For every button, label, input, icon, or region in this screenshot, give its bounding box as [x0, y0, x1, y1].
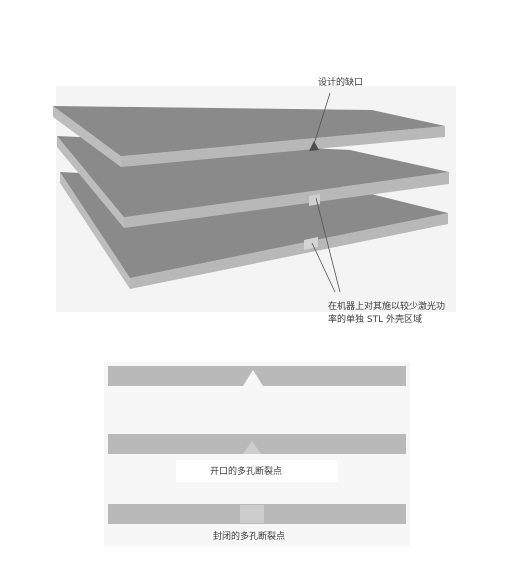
bar-open-notch [108, 366, 406, 386]
caption-open: 开口的多孔断裂点 [210, 465, 282, 477]
bar-open-porous-body [108, 434, 406, 454]
bar-open-porous [108, 434, 406, 454]
bar-closed-porous [108, 504, 406, 524]
plate-middle-right-edge [124, 172, 449, 228]
callout-region-label-line1: 在机器上对其施以较少激光功 [328, 300, 445, 312]
closed-porous-marker [240, 505, 264, 523]
callout-notch-leader [313, 92, 331, 145]
plate-bottom-right-edge [130, 213, 448, 289]
open-porous-marker [243, 441, 261, 454]
stl-shell-region-middle [309, 194, 320, 206]
plate-top-right-edge [121, 126, 445, 167]
plate-top-front-edge [53, 106, 121, 167]
stl-shell-region [304, 237, 318, 250]
callout-region-leader-2 [311, 242, 336, 293]
callout-region-label-line2: 率的单独 STL 外壳区域 [328, 313, 422, 325]
designed-notch [309, 141, 319, 151]
open-notch-cutout [243, 370, 263, 386]
callout-region-leader-1 [315, 197, 341, 293]
caption-open-bg [176, 460, 338, 482]
caption-closed: 封闭的多孔断裂点 [213, 530, 285, 542]
plate-top-top-face [53, 106, 445, 156]
callout-notch-label: 设计的缺口 [318, 76, 363, 88]
bar-with-notch [108, 366, 406, 386]
plate-middle-front-edge [57, 136, 124, 228]
plate-bottom-front-edge [60, 172, 130, 289]
plate-top [53, 106, 445, 167]
